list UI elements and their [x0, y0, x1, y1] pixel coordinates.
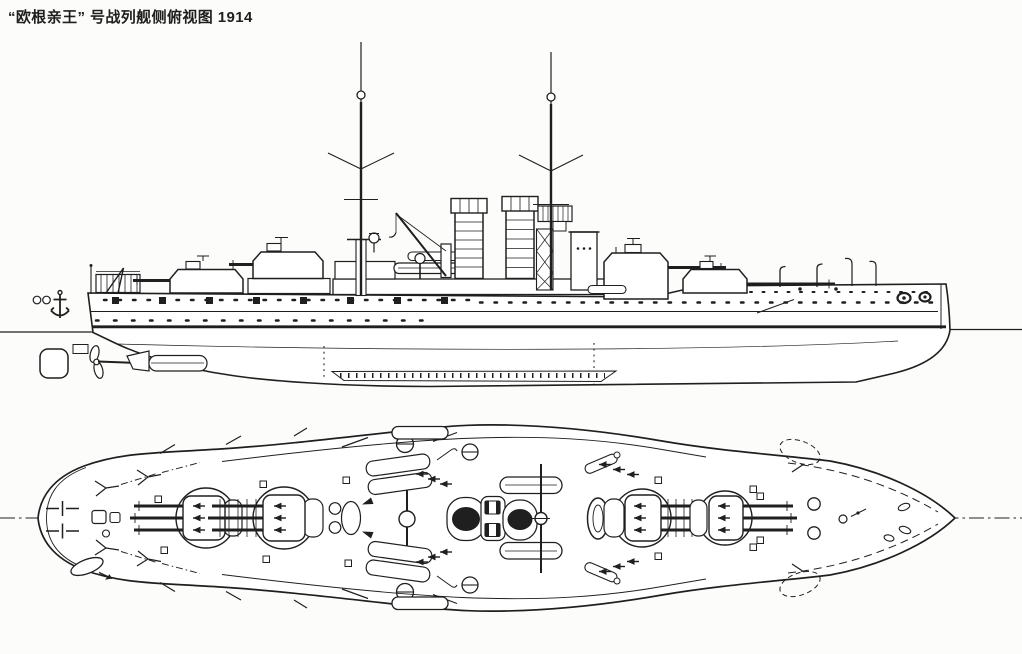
stern-capstans: [91, 509, 121, 538]
bow-dashed-sheerline: [787, 462, 939, 574]
aft-raised-turret: [229, 237, 331, 295]
figure-caption: “欧根亲王” 号战列舰侧俯视图 1914: [8, 9, 253, 26]
lattice-tower: [535, 228, 554, 291]
funnel-2: [501, 195, 539, 280]
foremast: [518, 52, 584, 290]
funnel-1: [450, 197, 488, 280]
stern-dashdot-diagonals: [120, 462, 201, 574]
stern-hawse-circles: [32, 295, 51, 305]
funnel-1-plan: [446, 496, 486, 542]
bow-hawse-pipes: [896, 291, 932, 305]
stern-side-boat: [70, 556, 113, 580]
foredeck-fittings: [807, 497, 867, 540]
conning-tower: [570, 231, 598, 291]
stern-strut: [72, 344, 89, 354]
funnel-2-plan: [502, 499, 538, 541]
conning-tower-slits: [576, 247, 592, 250]
aft-searchlight: [368, 232, 380, 253]
aft-lower-turret: [133, 255, 244, 294]
accommodation-ladder: [756, 299, 795, 314]
shaft-fin: [126, 350, 150, 372]
mainmast-plan: [398, 489, 416, 549]
mainmast: [327, 42, 395, 296]
bow-vent-pipes: [779, 263, 823, 287]
spotting-top-rails: [542, 206, 569, 222]
rudder: [39, 348, 69, 379]
deck-lines: [90, 285, 942, 329]
stern-derrick: [105, 267, 125, 294]
foremast-plan: [532, 464, 550, 573]
inner-deck-lines: [221, 436, 707, 600]
bow-bollard-2: [834, 287, 838, 291]
top-plan-view: [0, 423, 1022, 613]
stowed-anchors: [883, 502, 912, 542]
aft-superstructure-plan: [328, 497, 374, 539]
boat-crane: [388, 212, 452, 279]
stern-inner-line: [46, 467, 87, 569]
side-elevation-view: [0, 42, 1022, 388]
bridge-plan: [480, 495, 506, 542]
fore-lower-turret-plan: [689, 490, 797, 546]
chart-house: [552, 221, 567, 232]
stern-anchor-icon: [50, 289, 70, 318]
lattice-bracing: [536, 228, 554, 291]
deck-hatches: [154, 476, 764, 567]
anchor-stowage-dashed-top: [779, 438, 821, 466]
anchor-stowage-dashed-bottom: [779, 570, 821, 598]
stern-range-dashes: [46, 501, 79, 539]
bow-boat-davits: [844, 257, 877, 286]
underwater-contour: [116, 340, 899, 350]
aft-raised-turret-plan: [208, 486, 324, 550]
stern-Y-davits: [94, 469, 162, 567]
fore-raised-turret-plan: [603, 488, 704, 548]
midship-boat: [587, 284, 627, 295]
stern-staff-ball: [89, 264, 93, 267]
fore-lower-turret: [682, 255, 835, 294]
bow-bollard-1: [798, 287, 802, 291]
ventilator-cowl: [414, 252, 426, 279]
